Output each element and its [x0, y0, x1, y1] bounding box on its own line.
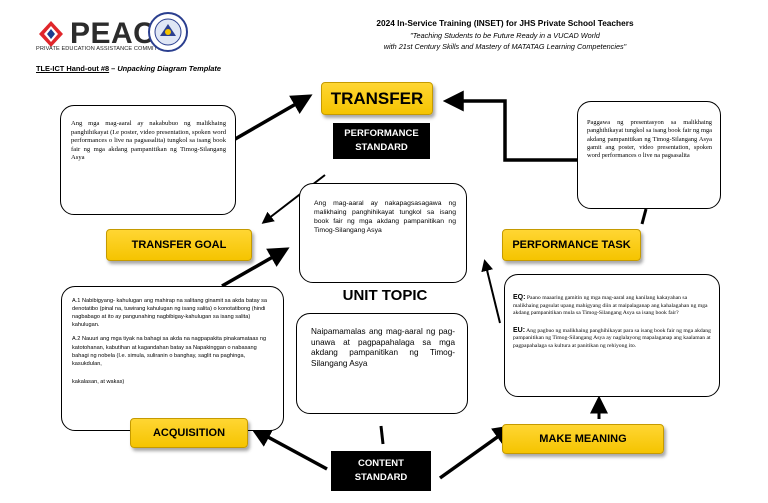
- header-quote-line1: "Teaching Students to be Future Ready in…: [410, 31, 600, 40]
- connector-task-box: [640, 208, 648, 225]
- enduring-understanding: EU: Ang pagbuo ng malikhaing panghihikay…: [513, 326, 711, 351]
- arrow-meaning-to-task: [481, 259, 501, 324]
- unit-topic-heading: UNIT TOPIC: [342, 287, 428, 304]
- acquisition-item-1: A.1 Nabibigyang- kahulugan ang mahirap n…: [72, 298, 267, 329]
- eq-text: Paano maaaring gamitin ng mga mag-aaral …: [513, 295, 708, 317]
- handout-code: TLE-ICT Hand-out #8: [36, 64, 110, 73]
- eu-text: Ang pagbuo ng malikhaing panghihikayat p…: [513, 327, 711, 349]
- arrow-standard-to-goal: [261, 174, 326, 224]
- connector-content-box: [379, 425, 385, 445]
- peac-emblem-icon: [36, 19, 66, 49]
- performance-standard-label-line1: PERFORMANCE: [344, 127, 419, 139]
- content-standard-label-line1: CONTENT: [358, 457, 404, 469]
- acquisition-label: ACQUISITION: [130, 418, 248, 448]
- transfer-goal-box: Ang mga mag-aaral ay nakabubuo ng malikh…: [60, 105, 236, 215]
- peac-wordmark: PEAC: [70, 17, 156, 50]
- transfer-label: TRANSFER: [321, 82, 433, 115]
- arrow-acq-to-standard: [221, 247, 290, 288]
- make-meaning-label: MAKE MEANING: [502, 424, 664, 454]
- performance-standard-label: PERFORMANCE STANDARD: [333, 123, 430, 159]
- acquisition-item-2: A.2 Nauuri ang mga tiyak na bahagi sa ak…: [72, 336, 267, 367]
- peac-logo: PEAC: [36, 14, 155, 54]
- essential-question: EQ: Paano maaaring gamitin ng mga mag-aa…: [513, 293, 711, 318]
- header-quote-line2: with 21st Century Skills and Mastery of …: [383, 42, 627, 51]
- content-standard-box: Naipamamalas ang mag-aaral ng pag-unawa …: [296, 313, 468, 414]
- content-standard-label: CONTENT STANDARD: [331, 451, 431, 491]
- transfer-goal-label: TRANSFER GOAL: [106, 229, 252, 261]
- performance-standard-label-line2: STANDARD: [355, 142, 408, 153]
- acquisition-item-2-tail: kakalasan, at wakas): [72, 378, 125, 385]
- header-title: 2024 In-Service Training (INSET) for JHS…: [376, 18, 634, 28]
- content-standard-label-line2: STANDARD: [354, 472, 408, 483]
- handout-name: Unpacking Diagram Template: [117, 64, 221, 73]
- performance-task-label: PERFORMANCE TASK: [502, 229, 641, 261]
- arrow-task-to-transfer: [442, 90, 577, 162]
- eu-label: EU:: [513, 326, 526, 334]
- acquisition-box: A.1 Nabibigyang- kahulugan ang mahirap n…: [61, 286, 284, 431]
- deped-seal-icon: [148, 12, 188, 52]
- performance-standard-box: Ang mag-aaral ay nakapagsasagawa ng mali…: [299, 183, 467, 283]
- performance-task-box: Paggawa ng presentasyon sa malikhaing pa…: [577, 101, 721, 209]
- arrow-goal-to-transfer: [229, 94, 313, 144]
- peac-subtitle: PRIVATE EDUCATION ASSISTANCE COMMITTEE: [36, 46, 169, 52]
- make-meaning-box: EQ: Paano maaaring gamitin ng mga mag-aa…: [504, 274, 720, 397]
- arrow-content-to-meaning: [438, 424, 515, 480]
- handout-separator: –: [109, 64, 118, 73]
- arrow-content-to-acq: [250, 427, 328, 471]
- eq-label: EQ:: [513, 294, 526, 301]
- handout-title: TLE-ICT Hand-out #8 – Unpacking Diagram …: [36, 64, 221, 73]
